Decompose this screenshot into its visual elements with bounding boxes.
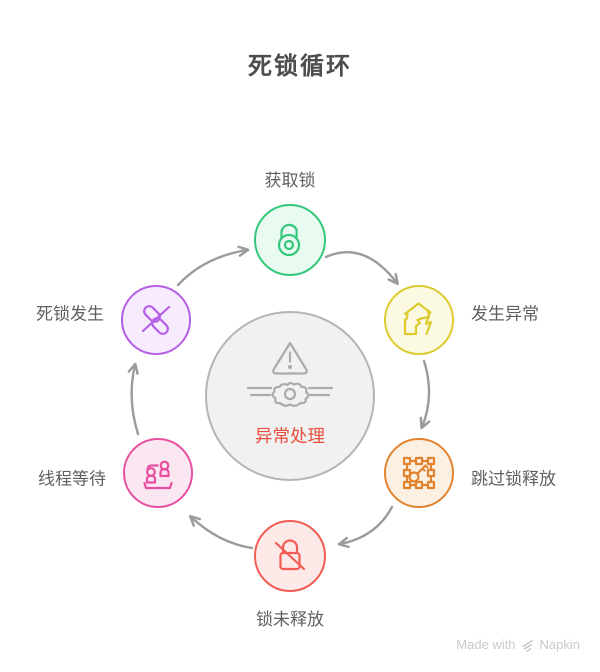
arrow-exception-to-skip (419, 359, 431, 430)
napkin-logo-icon (521, 639, 533, 652)
node-circle (384, 285, 454, 355)
crossed-capsules-icon (141, 305, 171, 335)
node-thread-waiting: 线程等待 (38, 438, 193, 508)
node-circle (254, 204, 326, 276)
diagram-title: 死锁循环 (248, 53, 352, 80)
made-with-text: Made with (456, 637, 516, 652)
node-label: 线程等待 (38, 469, 106, 489)
node-acquire-lock: 获取锁 (254, 171, 326, 276)
node-deadlock-occurs: 死锁发生 (36, 285, 191, 355)
arrow-waiting-to-deadlock (127, 362, 140, 436)
node-circle (121, 285, 191, 355)
napkin-credit: Made with Napkin (456, 637, 580, 652)
arrow-deadlock-to-acquire (176, 245, 250, 287)
node-label: 获取锁 (264, 171, 316, 190)
brand-text: Napkin (539, 637, 580, 652)
node-skip-lock-release: 跳过锁释放 (384, 438, 556, 508)
locked-padlock-slash-icon (274, 539, 306, 571)
center-node-exception-handling: 异常处理 (205, 311, 375, 481)
node-label: 跳过锁释放 (471, 469, 556, 489)
arrow-skip-to-notreleased (337, 505, 394, 549)
framed-key-icon (402, 456, 436, 490)
open-padlock-icon (277, 223, 301, 257)
node-exception-occurs: 发生异常 (384, 285, 539, 355)
node-label: 锁未释放 (256, 610, 324, 629)
node-circle (254, 520, 326, 592)
arrow-acquire-to-exception (324, 251, 399, 286)
node-label: 死锁发生 (36, 304, 104, 324)
arrow-notreleased-to-waiting (188, 515, 254, 550)
waiting-people-icon (143, 460, 173, 490)
node-circle (123, 438, 193, 508)
node-lock-not-released: 锁未释放 (254, 520, 326, 629)
node-circle (384, 438, 454, 508)
center-label: 异常处理 (255, 426, 325, 446)
warning-triangle-valve-icon (246, 341, 334, 407)
node-label: 发生异常 (471, 304, 539, 324)
broken-house-lightning-icon (403, 302, 433, 336)
